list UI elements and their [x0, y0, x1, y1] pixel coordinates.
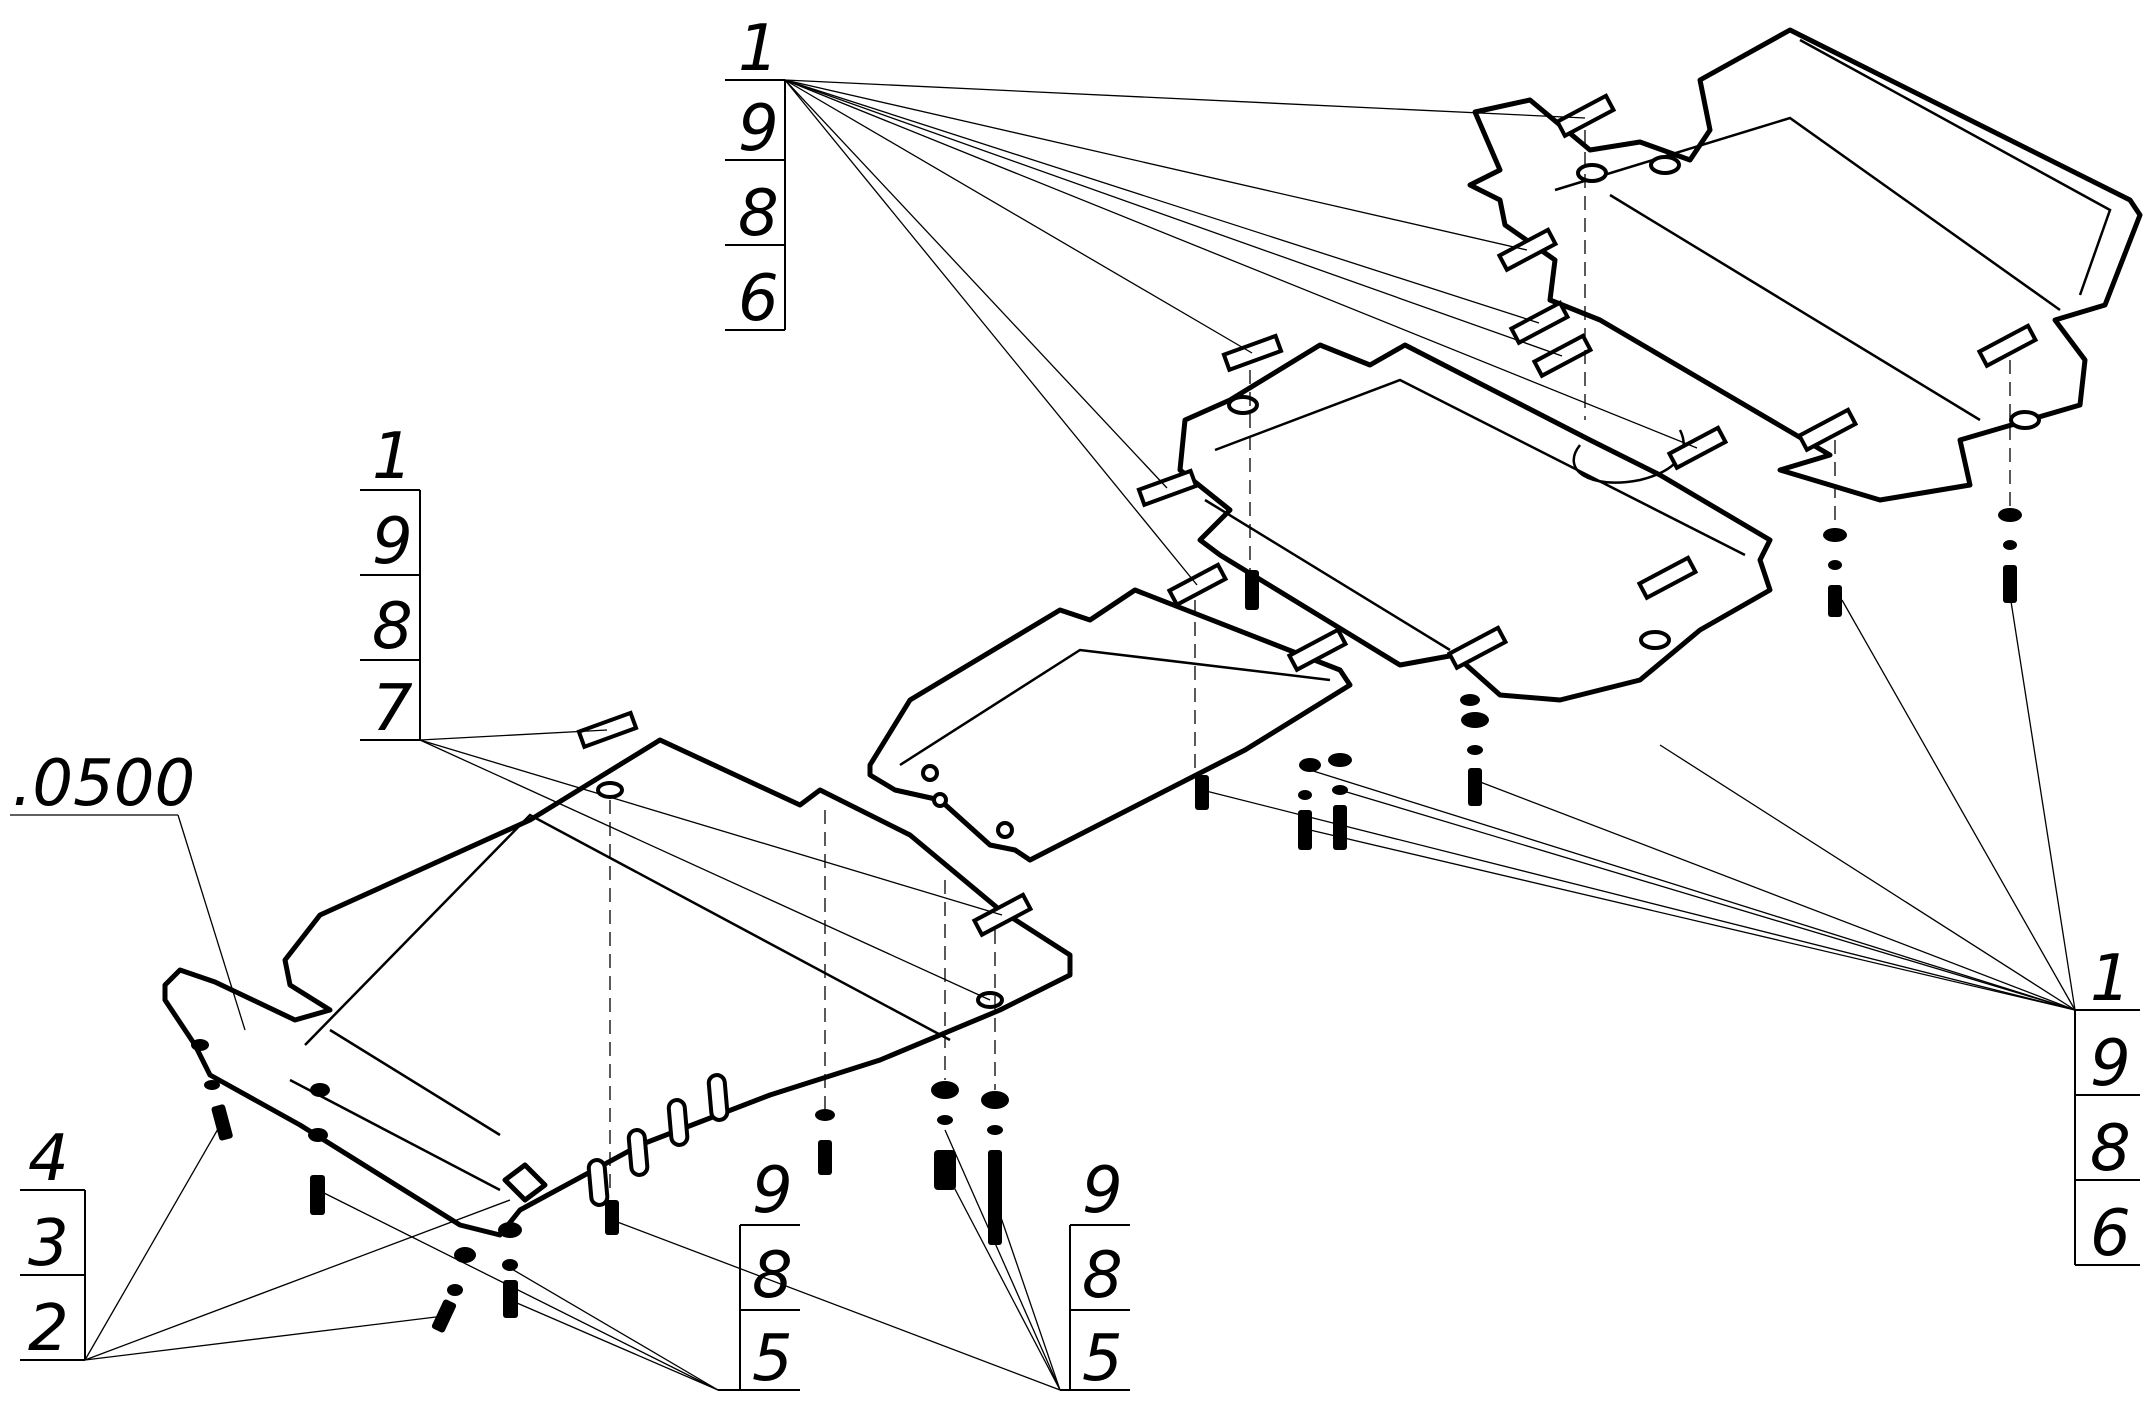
callout-number: 8 [752, 1239, 793, 1313]
callout-number: 1 [372, 420, 413, 494]
callout-number: 9 [752, 1154, 793, 1228]
gearbox-skid-plate [867, 587, 1353, 863]
middle-skid-plate [1177, 342, 1773, 703]
leader-lines [10, 79, 2076, 1391]
callout-number: 2 [28, 1292, 69, 1366]
callout-number: 8 [2090, 1112, 2131, 1186]
callout-number: 8 [738, 177, 779, 251]
callout-number: 9 [372, 505, 413, 579]
callout-number: 3 [28, 1207, 69, 1281]
callout-number: 6 [2090, 1197, 2131, 1271]
callout-stack-bottom-mid-b: 9 8 5 [1060, 1154, 1130, 1396]
callout-number: 8 [1082, 1239, 1123, 1313]
callout-stack-top-left: 1 9 8 6 [725, 12, 786, 336]
callout-number: 9 [1082, 1154, 1123, 1228]
callout-number: 4 [28, 1122, 69, 1196]
callout-number: 8 [372, 590, 413, 664]
callout-stack-bottom-mid-a: 9 8 5 [718, 1154, 800, 1396]
callout-stack-right: 1 9 8 6 [2074, 942, 2140, 1271]
mounting-tabs [576, 93, 2039, 938]
callout-number: 9 [738, 92, 779, 166]
front-skid-plate [162, 737, 1073, 1238]
callout-number: 1 [738, 12, 779, 86]
assembly-axes [609, 130, 2011, 1190]
callout-number: 5 [1082, 1322, 1123, 1396]
callout-number: 7 [372, 672, 413, 746]
callout-number: 6 [738, 262, 779, 336]
rear-skid-plate [1467, 27, 2143, 503]
part-label: .0500 [12, 747, 195, 821]
callout-number: 9 [2090, 1027, 2131, 1101]
callout-stack-mid-left: 1 9 8 7 [360, 420, 421, 746]
callout-number: 5 [752, 1322, 793, 1396]
callout-number: 1 [2090, 942, 2131, 1016]
callout-stack-bottom-left: 4 3 2 [20, 1122, 86, 1366]
fasteners [191, 508, 2022, 1333]
